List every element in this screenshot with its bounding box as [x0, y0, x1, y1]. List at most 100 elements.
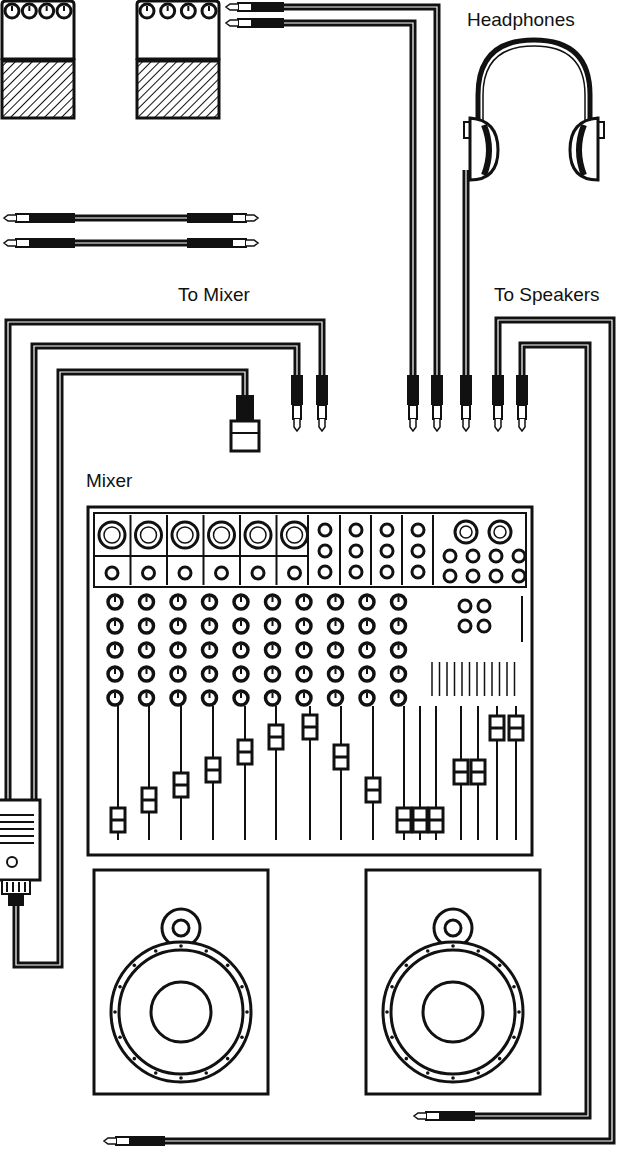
knob-pointer — [335, 597, 337, 602]
jack-input — [350, 545, 362, 557]
jack-input — [319, 566, 331, 578]
device-vent — [0, 821, 34, 823]
fader-mark — [206, 769, 220, 772]
plug-sleeve — [16, 214, 30, 222]
knob-pointer — [335, 621, 337, 626]
plug-body — [130, 1136, 165, 1146]
xlr-ring — [177, 527, 193, 543]
meter-segment — [454, 662, 456, 696]
jack-input — [412, 524, 424, 536]
jack-output — [513, 550, 525, 562]
io-divider — [401, 515, 403, 585]
knob-pointer — [366, 621, 368, 626]
meter-segment — [431, 662, 433, 696]
fader-mark — [303, 726, 317, 729]
knob-pointer — [303, 669, 305, 674]
plug-tip — [410, 419, 416, 431]
plug-sleeve — [232, 214, 246, 222]
plug-sleeve — [116, 1137, 130, 1145]
knob-pointer — [63, 6, 65, 11]
fader-mark — [238, 751, 252, 754]
io-divider — [166, 515, 168, 585]
connector-head — [231, 421, 259, 451]
jack-output — [513, 570, 525, 582]
knob-pointer — [272, 693, 274, 698]
pedal-knob — [202, 4, 216, 18]
channel-knob — [266, 691, 280, 705]
channel-knob — [360, 667, 374, 681]
channel-knob — [234, 595, 248, 609]
jack-input — [143, 567, 155, 579]
pedal-footswitch — [137, 60, 219, 118]
channel-knob — [360, 619, 374, 633]
plug-tip — [319, 419, 325, 431]
woofer-screw — [226, 964, 230, 968]
plug-sleeve — [16, 239, 30, 247]
woofer-screw — [154, 1071, 158, 1075]
plug-body — [187, 213, 232, 223]
knob-pointer — [398, 621, 400, 626]
pedal-knob — [57, 4, 71, 18]
fader-track — [372, 706, 374, 840]
speaker-cabinet — [94, 870, 268, 1094]
channel-knob — [140, 643, 154, 657]
plug-sleeve — [238, 3, 252, 11]
plug-body — [407, 375, 419, 405]
channel-knob — [234, 667, 248, 681]
fader-cap — [334, 745, 348, 769]
knob-pointer — [167, 6, 169, 11]
knob-pointer — [272, 597, 274, 602]
knob-pointer — [28, 6, 30, 11]
fader-mark — [142, 799, 156, 802]
channel-knob — [360, 691, 374, 705]
ear-cup — [570, 118, 598, 180]
channel-knob — [392, 643, 406, 657]
jack-input — [412, 566, 424, 578]
meter-segment — [506, 662, 508, 696]
patch-cables — [4, 213, 258, 248]
device-vent — [0, 842, 34, 844]
jack-input — [289, 567, 301, 579]
xlr-output — [455, 521, 477, 543]
fader-cap — [429, 808, 443, 832]
knob-pointer — [177, 645, 179, 650]
woofer-screw — [154, 949, 158, 953]
knob-pointer — [114, 645, 116, 650]
xlr-input — [209, 522, 235, 548]
meter-segment — [499, 662, 501, 696]
pedal-knob — [5, 4, 19, 18]
pedal-top — [137, 1, 219, 60]
fader-cap — [269, 725, 283, 749]
fader-cap — [397, 808, 411, 832]
channel-knob — [297, 595, 311, 609]
audio-interface — [0, 800, 40, 906]
knob-pointer — [114, 693, 116, 698]
plug-tip — [495, 419, 501, 431]
label: To Mixer — [178, 285, 250, 306]
plug-sleeve — [318, 405, 326, 419]
channel-knob — [108, 595, 122, 609]
plug-tip — [226, 20, 238, 26]
woofer-screw — [390, 985, 394, 989]
fader-cap — [206, 758, 220, 782]
plug-sleeve — [494, 405, 502, 419]
xlr-ring — [214, 527, 230, 543]
fader-cap — [454, 760, 468, 784]
knob-pointer — [335, 669, 337, 674]
meter-segment — [446, 662, 448, 696]
woofer-screw — [498, 964, 502, 968]
jack-input — [106, 567, 118, 579]
woofer-screw — [405, 1057, 409, 1061]
knob-pointer — [398, 693, 400, 698]
monitor-knob — [478, 600, 490, 612]
fader-cap — [142, 788, 156, 812]
knob-pointer — [366, 693, 368, 698]
pedal-footswitch — [2, 60, 74, 118]
pedal-divider — [2, 58, 74, 63]
fader-mark — [111, 819, 125, 822]
knob-pointer — [303, 597, 305, 602]
plug-sleeve — [409, 405, 417, 419]
pedal-knob — [22, 4, 36, 18]
woofer-cap — [423, 982, 483, 1042]
